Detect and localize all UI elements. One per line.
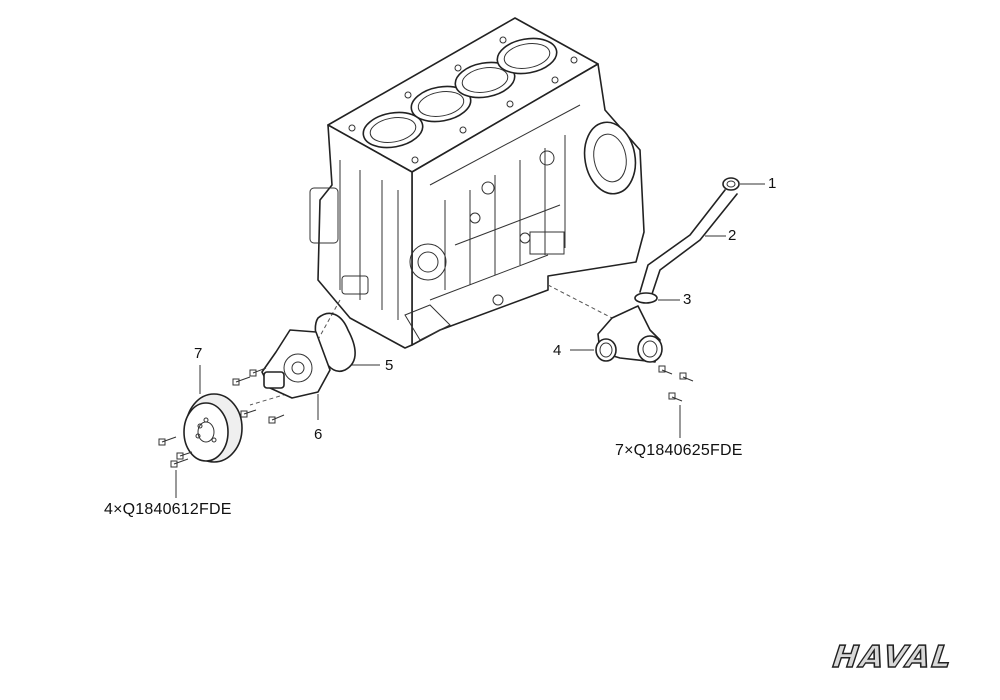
right-bolts: [658, 365, 694, 438]
callout-3: 3: [683, 291, 692, 308]
part-1-hose-clamp: [722, 177, 765, 191]
callout-4: 4: [553, 342, 562, 359]
callout-5: 5: [385, 357, 394, 374]
svg-text:HAVAL: HAVAL: [828, 640, 959, 675]
left-bolts: [158, 436, 193, 498]
callout-7: 7: [194, 345, 203, 362]
part-7-pump-pulley: [183, 365, 243, 463]
part-number-left-bolts: 4×Q1840612FDE: [104, 501, 232, 518]
pump-bolts: [232, 367, 285, 424]
part-3-hose-clamp: [634, 292, 680, 304]
part-4-thermostat-housing: [570, 305, 663, 363]
callout-2: 2: [728, 227, 737, 244]
part-2-coolant-hose: [639, 189, 738, 295]
part-number-right-bolts: 7×Q1840625FDE: [615, 442, 743, 459]
callout-6: 6: [314, 426, 323, 443]
haval-logo: HAVAL: [828, 639, 959, 676]
cylinder-bores: [362, 37, 558, 149]
engine-block: [309, 17, 645, 349]
callout-1: 1: [768, 175, 777, 192]
part-6-water-pump: [261, 329, 331, 420]
